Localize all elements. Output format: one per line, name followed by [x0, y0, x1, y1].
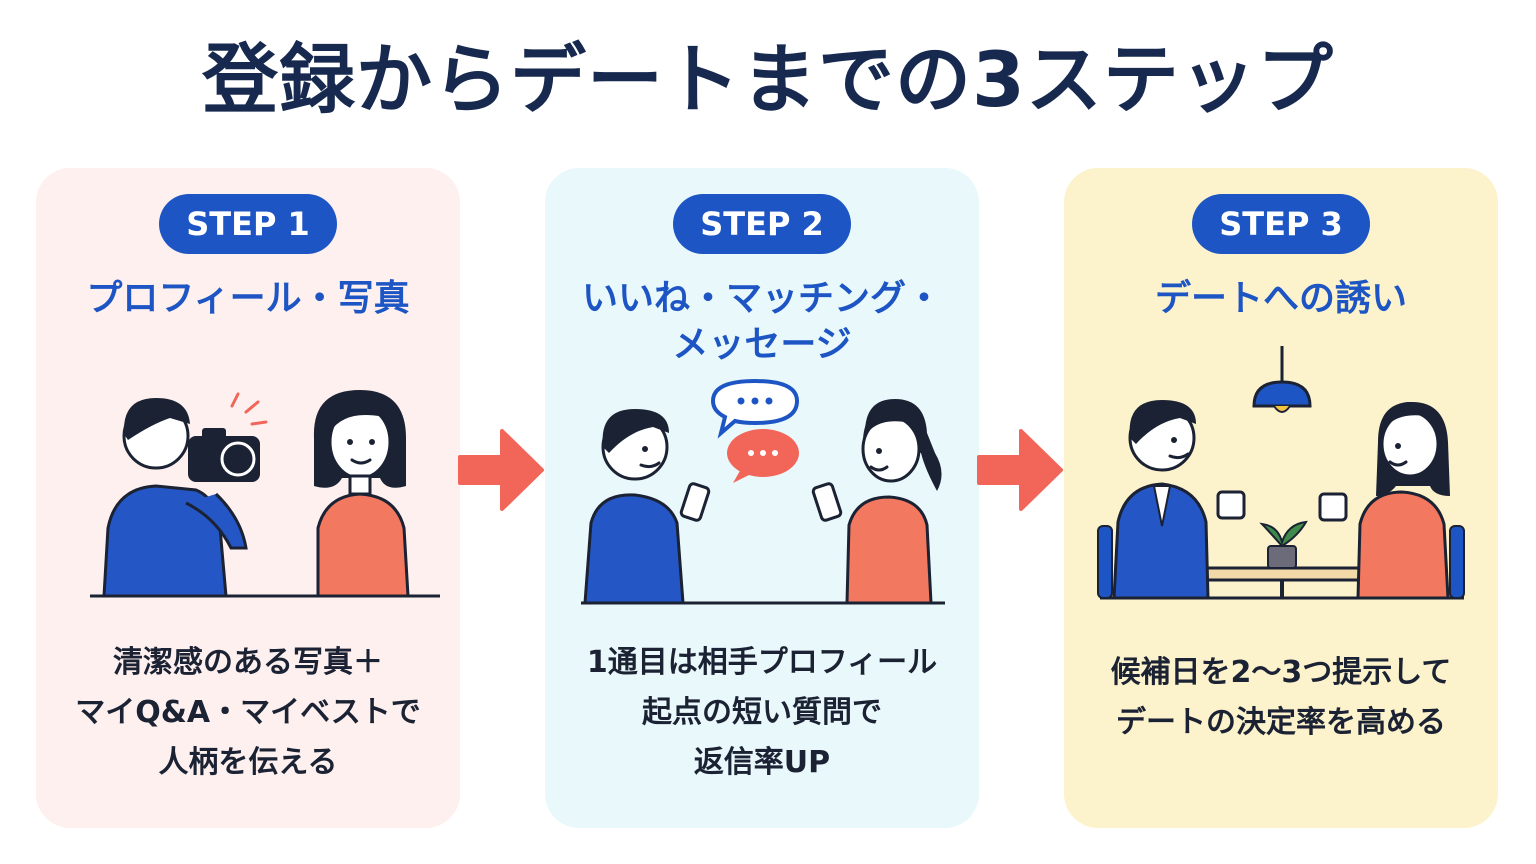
- step-heading-1-line: プロフィール・写真: [86, 278, 410, 319]
- step-description-line: マイQ&A・マイベストで: [75, 695, 421, 730]
- step-heading-3: デートへの誘い: [1064, 276, 1498, 322]
- step-heading-1: プロフィール・写真: [36, 276, 460, 322]
- step-heading-2: いいね・マッチング・ メッセージ: [545, 276, 979, 368]
- page-title: 登録からデートまでの3ステップ: [202, 35, 1334, 124]
- step-description-line: 人柄を伝える: [158, 745, 338, 780]
- step-description-line: 候補日を2〜3つ提示して: [1110, 655, 1452, 690]
- step-description-line: 清潔感のある写真＋: [113, 645, 383, 680]
- photographer-with-camera-icon: [56, 368, 440, 628]
- step-heading-3-line: デートへの誘い: [1154, 278, 1407, 319]
- step-heading-2-line: いいね・マッチング・: [581, 278, 942, 319]
- cafe-date-icon: [1084, 346, 1478, 616]
- step-badge-2: STEP 2: [673, 194, 851, 254]
- step-description-2: 1通目は相手プロフィール 起点の短い質問で 返信率UP: [545, 638, 979, 788]
- step-description-line: 起点の短い質問で: [642, 695, 882, 730]
- step-description-1: 清潔感のある写真＋ マイQ&A・マイベストで 人柄を伝える: [36, 638, 460, 788]
- step-description-3: 候補日を2〜3つ提示して デートの決定率を高める: [1064, 648, 1498, 748]
- arrow-right-icon: [458, 429, 544, 511]
- step-heading-2-line: メッセージ: [672, 324, 852, 365]
- step-description-line: 返信率UP: [693, 745, 831, 780]
- arrow-right-icon: [977, 429, 1063, 511]
- step-card-1: STEP 1 プロフィール・写真: [36, 168, 460, 828]
- step-badge-1: STEP 1: [159, 194, 337, 254]
- step-description-line: デートの決定率を高める: [1116, 705, 1446, 740]
- chat-bubbles-smartphones-icon: [565, 373, 959, 633]
- step-description-line: 1通目は相手プロフィール: [586, 645, 938, 680]
- step-card-2: STEP 2 いいね・マッチング・ メッセージ: [545, 168, 979, 828]
- step-card-3: STEP 3 デートへの誘い: [1064, 168, 1498, 828]
- step-badge-3: STEP 3: [1192, 194, 1370, 254]
